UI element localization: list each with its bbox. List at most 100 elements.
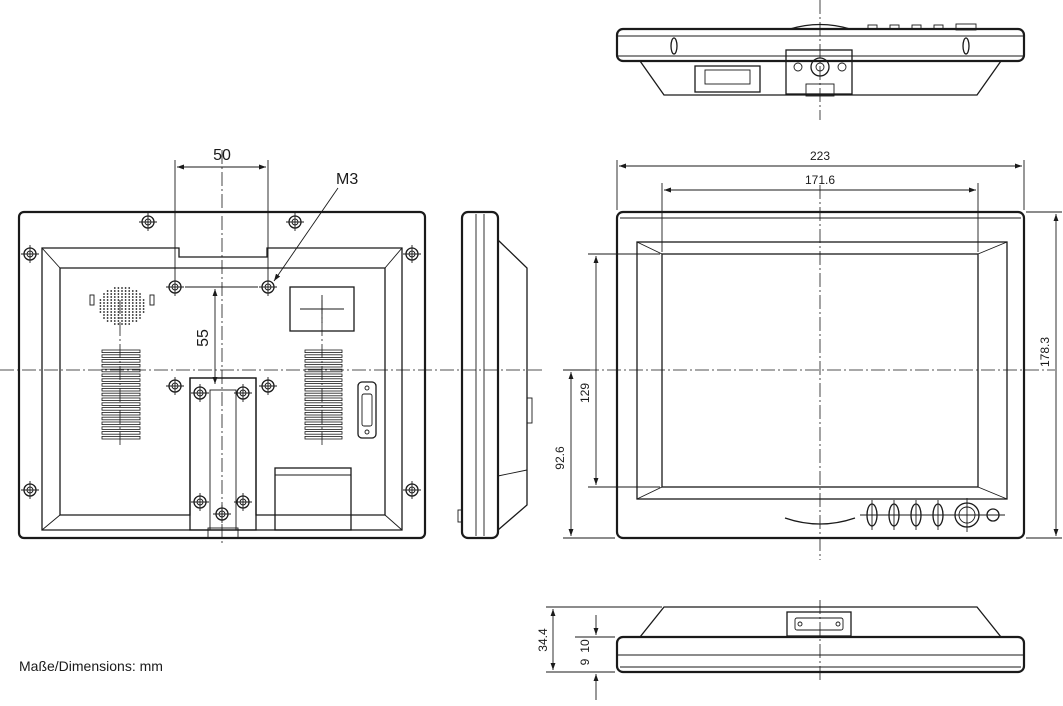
grille-dot (106, 317, 109, 319)
grille-dot (135, 314, 138, 316)
top-view (615, 23, 1026, 97)
vent-slot (304, 397, 343, 401)
grille-dot (113, 299, 116, 301)
grille-dot (131, 302, 134, 304)
grille-dot (135, 293, 138, 295)
side-view (457, 210, 533, 540)
dim-50-label: 50 (213, 147, 231, 164)
grille-dot (117, 305, 120, 307)
dim-55-label: 55 (195, 329, 212, 347)
grille-dot (99, 311, 102, 313)
grille-dot (128, 320, 131, 322)
grille-dot (135, 320, 138, 322)
grille-dot (117, 308, 120, 310)
grille-dot (128, 323, 131, 325)
vent-slot (304, 349, 343, 353)
grille-dot (113, 311, 116, 313)
grille-dot (142, 311, 145, 313)
vent-slot (101, 416, 141, 421)
grille-dot (103, 305, 105, 307)
grille-dot (103, 317, 105, 319)
grille-dot (139, 308, 141, 310)
grille-dot (117, 323, 120, 325)
grille-dot (124, 299, 127, 301)
grille-dot (110, 320, 113, 322)
grille-dot (142, 302, 145, 304)
grille-dot (131, 305, 134, 307)
back-view: 50 M3 55 (17, 147, 427, 540)
vent-slot (101, 349, 141, 353)
speaker-grille (99, 287, 145, 325)
grille-dot (99, 308, 102, 310)
grille-dot (128, 305, 131, 307)
grille-dot (124, 305, 127, 307)
grille-dot (135, 296, 138, 298)
grille-dot (121, 314, 123, 316)
vent-slot (101, 402, 141, 406)
grille-dot (121, 302, 123, 304)
vent-slot (101, 431, 141, 435)
grille-dot (131, 290, 134, 292)
grille-dot (117, 293, 120, 295)
grille-dot (113, 317, 116, 319)
vent-slot (304, 392, 343, 397)
vent-slots-left (101, 349, 141, 440)
grille-dot (128, 308, 131, 310)
grille-dot (131, 311, 134, 313)
dim-178-3-label: 178.3 (1038, 337, 1052, 367)
grille-dot (121, 296, 123, 298)
grille-dot (117, 287, 120, 289)
dim-171-6-label: 171.6 (805, 173, 835, 187)
grille-dot (113, 287, 116, 289)
grille-dot (139, 317, 141, 319)
grille-dot (135, 308, 138, 310)
grille-dot (139, 293, 141, 295)
vent-slot (101, 426, 141, 430)
grille-dot (110, 308, 113, 310)
grille-dot (113, 308, 116, 310)
grille-dot (121, 293, 123, 295)
grille-dot (113, 296, 116, 298)
front-view: 223 171.6 178.3 129 92.6 (553, 149, 1062, 540)
units-caption: Maße/Dimensions: mm (19, 658, 163, 674)
vent-slot (304, 411, 343, 416)
vent-slot (101, 435, 141, 440)
grille-dot (110, 296, 113, 298)
grille-dot (113, 293, 116, 295)
grille-dot (110, 314, 113, 316)
grille-dot (124, 302, 127, 304)
grille-dot (113, 323, 116, 325)
vent-slot (304, 402, 343, 406)
dim-129-label: 129 (578, 383, 592, 403)
grille-dot (117, 302, 120, 304)
grille-dot (131, 320, 134, 322)
grille-dot (110, 299, 113, 301)
grille-dot (139, 296, 141, 298)
vent-slot (101, 368, 141, 373)
grille-dot (131, 293, 134, 295)
vent-slot (304, 421, 343, 425)
grille-dot (117, 311, 120, 313)
grille-dot (106, 290, 109, 292)
grille-dot (103, 296, 105, 298)
grille-dot (124, 290, 127, 292)
grille-dot (103, 299, 105, 301)
vent-slot (304, 387, 343, 392)
grille-dot (121, 311, 123, 313)
grille-dot (139, 302, 141, 304)
grille-dot (128, 290, 131, 292)
grille-dot (106, 305, 109, 307)
grille-dot (117, 290, 120, 292)
grille-dot (113, 305, 116, 307)
grille-dot (124, 314, 127, 316)
grille-dot (106, 302, 109, 304)
grille-dot (106, 308, 109, 310)
grille-dot (121, 323, 123, 325)
grille-dot (139, 314, 141, 316)
grille-dot (139, 311, 141, 313)
grille-dot (128, 317, 131, 319)
grille-dot (110, 317, 113, 319)
grille-dot (121, 317, 123, 319)
grille-dot (103, 308, 105, 310)
